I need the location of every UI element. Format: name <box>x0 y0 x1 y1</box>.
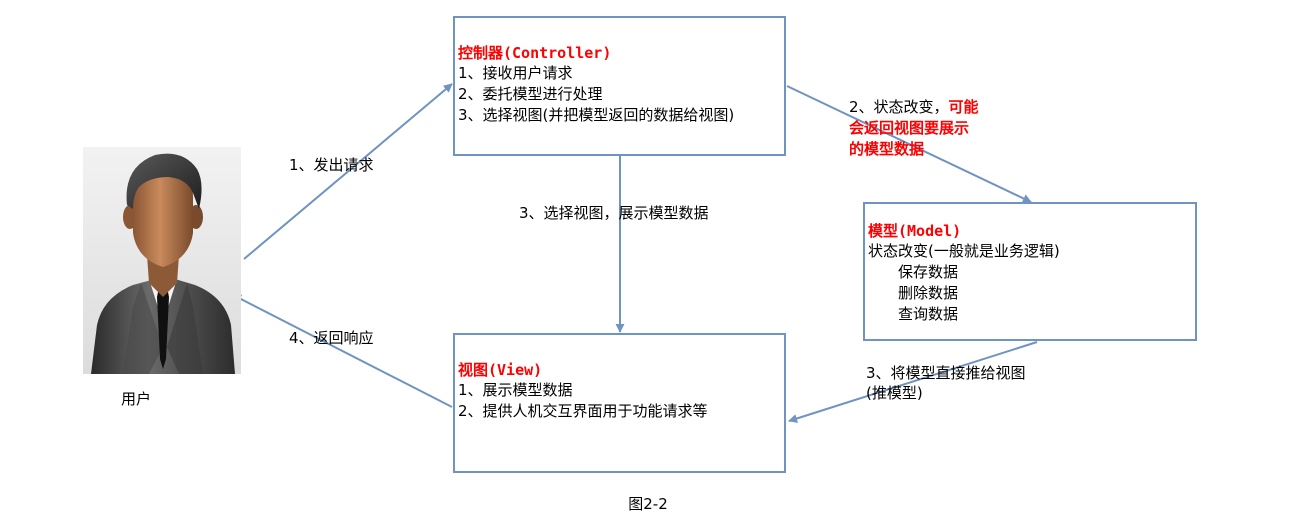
view-title: 视图(View) <box>458 361 543 379</box>
edge-label-state-change: 2、状态改变，可能 <box>849 97 979 117</box>
edge-label-state-change-highlight: 会返回视图要展示 <box>849 119 970 137</box>
edge-label-state-change-line3: 的模型数据 <box>849 139 924 159</box>
view-item: 2、提供人机交互界面用于功能请求等 <box>458 402 708 420</box>
controller-item: 1、接收用户请求 <box>458 64 573 82</box>
controller-box: 控制器(Controller) 1、接收用户请求 2、委托模型进行处理 3、选择… <box>453 16 786 156</box>
edge-label-select-view: 3、选择视图，展示模型数据 <box>519 204 709 222</box>
edge-label-state-change-highlight: 的模型数据 <box>849 140 925 158</box>
model-item: 保存数据 <box>898 263 959 281</box>
view-box: 视图(View) 1、展示模型数据 2、提供人机交互界面用于功能请求等 <box>453 333 786 473</box>
edge-label-send-request: 1、发出请求 <box>289 156 374 174</box>
edge-label-return-response: 4、返回响应 <box>289 329 374 347</box>
arrow-model-to-view <box>788 341 1038 423</box>
arrow-view-to-user <box>232 294 453 408</box>
controller-item: 3、选择视图(并把模型返回的数据给视图) <box>458 106 735 124</box>
edge-label-state-change-line2: 会返回视图要展示 <box>849 118 969 138</box>
edge-label-push-model: 3、将模型直接推给视图 <box>866 364 1026 382</box>
user-label: 用户 <box>121 390 152 408</box>
model-item: 删除数据 <box>898 284 959 302</box>
edge-label-state-change-prefix: 2、状态改变， <box>849 98 949 116</box>
view-item: 1、展示模型数据 <box>458 381 573 399</box>
arrow-controller-to-model <box>786 85 1032 203</box>
edge-label-state-change-highlight: 可能 <box>948 98 979 116</box>
controller-item: 2、委托模型进行处理 <box>458 85 603 103</box>
model-title: 模型(Model) <box>868 222 962 240</box>
model-item: 查询数据 <box>898 305 959 323</box>
model-box: 模型(Model) 状态改变(一般就是业务逻辑) 保存数据 删除数据 查询数据 <box>863 202 1197 341</box>
figure-caption: 图2-2 <box>628 495 668 513</box>
controller-title: 控制器(Controller) <box>458 44 612 62</box>
edge-label-push-model-line2: (推模型) <box>866 384 923 402</box>
arrow-user-to-controller <box>243 83 453 260</box>
model-item: 状态改变(一般就是业务逻辑) <box>868 242 1060 260</box>
user-avatar-icon <box>83 147 241 374</box>
